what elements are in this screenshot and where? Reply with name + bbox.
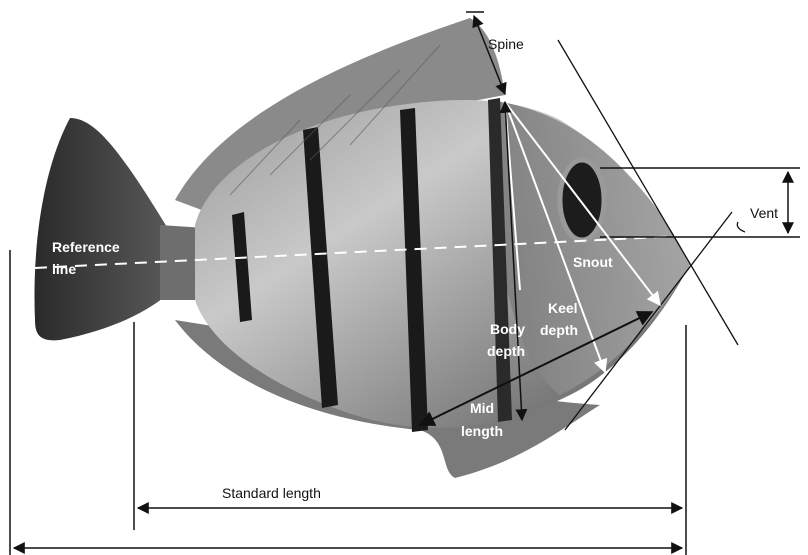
vent-angle-arc (737, 222, 745, 232)
reference-line-label-2: line (52, 261, 76, 277)
standard-length-label: Standard length (222, 485, 321, 501)
caudal-fin (34, 118, 172, 340)
reference-line-label-1: Reference (52, 239, 120, 255)
fish-illustration (34, 18, 690, 478)
mid-length-label-1: Mid (470, 400, 494, 416)
vent-label: Vent (750, 205, 778, 221)
keel-depth-label-1: Keel (548, 300, 578, 316)
mid-length-label-2: length (461, 423, 503, 439)
fish-eye (560, 160, 604, 240)
body-depth-label-1: Body (490, 321, 525, 337)
spine-label: Spine (488, 36, 524, 52)
snout-label: Snout (573, 254, 613, 270)
keel-depth-label-2: depth (540, 322, 578, 338)
body-depth-label-2: depth (487, 343, 525, 359)
